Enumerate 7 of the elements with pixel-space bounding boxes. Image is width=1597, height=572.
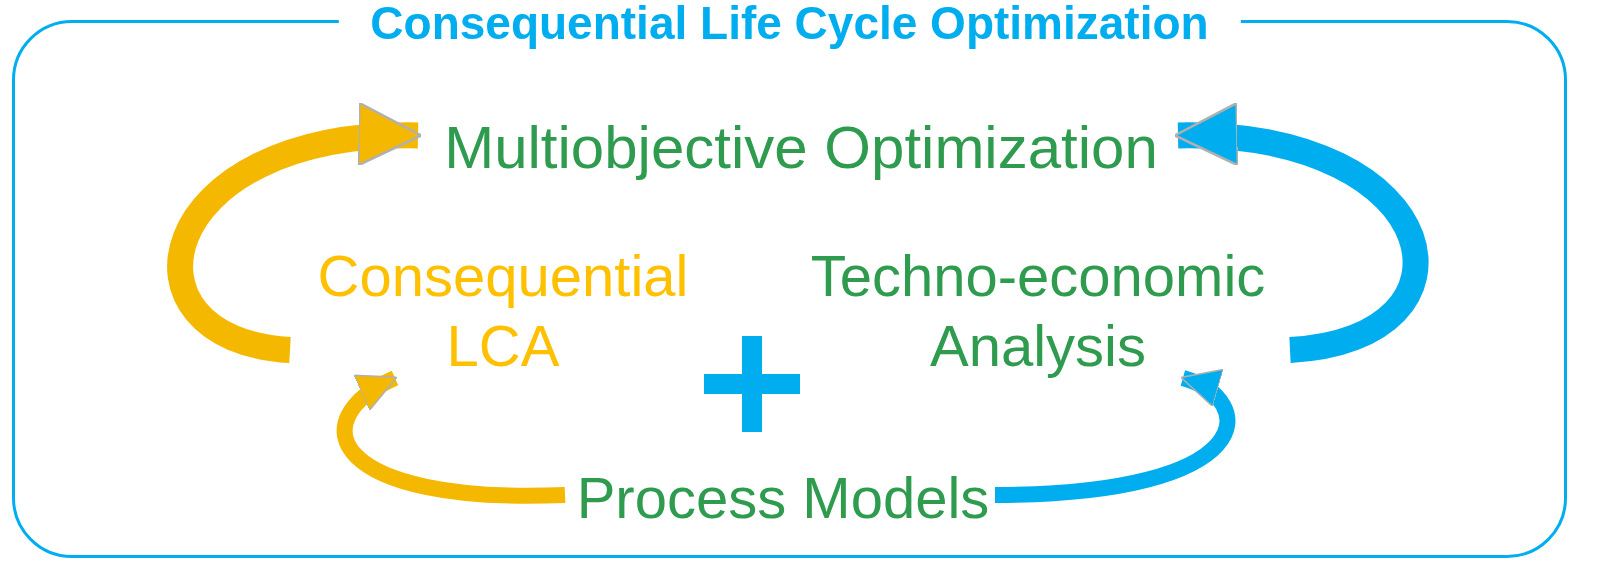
node-label: Multiobjective Optimization <box>421 108 1181 188</box>
curved-arrow <box>994 370 1236 503</box>
node-label: Consequential LCA <box>293 241 713 381</box>
curved-arrow <box>1173 105 1429 363</box>
curved-arrow <box>336 370 566 504</box>
node-label: Process Models <box>568 461 998 535</box>
node-label: Techno-economic Analysis <box>783 241 1293 381</box>
